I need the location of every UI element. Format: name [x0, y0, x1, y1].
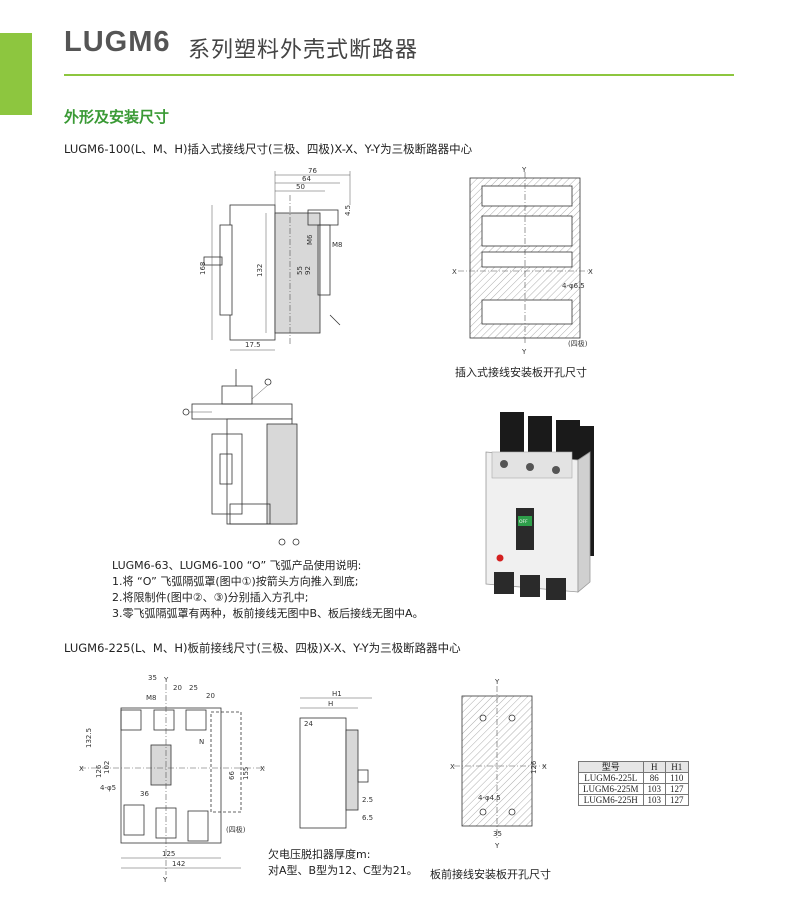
mount1-hole-label: 4-φ6.5	[562, 282, 585, 290]
table-cell: LUGM6-225L	[578, 772, 644, 784]
front-dim-102: 102	[103, 761, 111, 774]
note-line-title: LUGM6-63、LUGM6-100 “O” 飞弧产品使用说明:	[112, 559, 362, 572]
dim-m8: M8	[332, 241, 343, 249]
side-caption-line1: 欠电压脱扣器厚度m:	[268, 848, 371, 861]
front-dim-35: 35	[148, 674, 157, 682]
table-header-h: H	[642, 761, 666, 773]
breaker-off-label: OFF	[519, 519, 528, 525]
front-label-y-bottom: Y	[162, 876, 168, 884]
mount1-label-y-top: Y	[521, 166, 527, 174]
front-label-y-top: Y	[163, 676, 169, 684]
mount2-label-y-top: Y	[494, 678, 500, 686]
front-dim-155: 155	[242, 767, 250, 780]
dim-55: 55	[296, 266, 304, 275]
side-dim-2-5: 2.5	[362, 796, 373, 804]
table-cell: 103	[642, 783, 666, 795]
side-dim-h1: H1	[332, 690, 342, 698]
mount2-label-x-right: X	[542, 763, 547, 771]
side-dim-h: H	[328, 700, 333, 708]
usage-notes: LUGM6-63、LUGM6-100 “O” 飞弧产品使用说明: 1.将 “O”…	[112, 558, 424, 622]
table-header-row: 型号 H H1	[578, 761, 689, 773]
trip-indicator-icon	[496, 554, 504, 562]
dim-17-5: 17.5	[245, 341, 261, 349]
part1-heading: LUGM6-100(L、M、H)插入式接线尺寸(三极、四极)X-X、Y-Y为三极…	[64, 142, 473, 156]
table-header-model: 型号	[578, 761, 644, 773]
table-row: LUGM6-225H 103 127	[578, 794, 689, 806]
arc-shield-exploded-drawing	[182, 369, 300, 546]
table-row: LUGM6-225M 103 127	[578, 783, 689, 795]
part2-heading: LUGM6-225(L、M、H)板前接线尺寸(三极、四极)X-X、Y-Y为三极断…	[64, 641, 461, 655]
dim-64: 64	[302, 175, 311, 183]
front-mounting-drawing: Y X X Y 4-φ4.5 126 35	[450, 678, 547, 850]
front-dim-142: 142	[172, 860, 185, 868]
table-cell: LUGM6-225M	[578, 783, 644, 795]
plugin-mount-caption: 插入式接线安装板开孔尺寸	[455, 366, 587, 379]
breaker-product-image: OFF	[485, 412, 594, 600]
front-label-x-right: X	[260, 765, 265, 773]
mount2-label-y-bottom: Y	[494, 842, 500, 850]
note-line-1: 1.将 “O” 飞弧隔弧罩(图中①)按箭头方向推入到底;	[112, 575, 359, 588]
header-accent-tab	[0, 33, 32, 115]
table-cell: 127	[665, 794, 689, 806]
mount1-label-y-bottom: Y	[521, 348, 527, 356]
front-hole-label: 4-φ5	[100, 784, 116, 792]
mount1-label-x-right: X	[588, 268, 593, 276]
side-dim-6-5: 6.5	[362, 814, 373, 822]
dim-50: 50	[296, 183, 305, 191]
front-dim-36: 36	[140, 790, 149, 798]
table-cell: LUGM6-225H	[578, 794, 644, 806]
front-label-x-left: X	[79, 765, 84, 773]
mount1-label-x-left: X	[452, 268, 457, 276]
mount1-four-pole-label: (四极)	[568, 339, 588, 348]
section-title: 外形及安装尺寸	[64, 108, 170, 126]
mount2-label-x-left: X	[450, 763, 455, 771]
front-dim-132-5: 132.5	[85, 728, 93, 748]
front-label-n: N	[199, 738, 204, 746]
side-view-225-drawing: H1 H 24 2.5 6.5	[299, 690, 373, 829]
plugin-mounting-drawing: Y X X Y 4-φ6.5 (四极)	[452, 166, 593, 356]
mount2-dim-126: 126	[530, 760, 538, 774]
title-divider	[64, 74, 734, 76]
front-view-dimension-drawing: X X Y Y M8 35 20 25 20 N 4-φ5 (四极) 132.5…	[79, 674, 266, 884]
dim-92: 92	[304, 266, 312, 275]
front-dim-66: 66	[228, 771, 236, 780]
front-dim-25: 25	[189, 684, 198, 692]
table-cell: 127	[665, 783, 689, 795]
front-dim-125: 125	[162, 850, 175, 858]
mount2-hole-label: 4-φ4.5	[478, 794, 501, 802]
front-dim-20b: 20	[206, 692, 215, 700]
table-cell: 86	[642, 772, 666, 784]
dim-m6: M6	[306, 234, 314, 245]
mount2-dim-35: 35	[493, 830, 502, 838]
front-dim-20a: 20	[173, 684, 182, 692]
side-dim-24: 24	[304, 720, 313, 728]
front-dim-126: 126	[95, 764, 103, 778]
side-caption-line2: 对A型、B型为12、C型为21。	[268, 864, 418, 877]
note-line-2: 2.将限制件(图中②、③)分别插入方孔中;	[112, 591, 309, 604]
table-cell: 110	[665, 772, 689, 784]
note-line-3: 3.零飞弧隔弧罩有两种，板前接线无图中B、板后接线无图中A。	[112, 607, 424, 620]
table-header-h1: H1	[665, 761, 689, 773]
dim-4-5: 4.5	[344, 205, 352, 216]
page-title-brand: LUGM6	[64, 26, 171, 58]
model-spec-table: 型号 H H1 LUGM6-225L 86 110 LUGM6-225M 103…	[578, 761, 689, 806]
front-dim-m8: M8	[146, 694, 157, 702]
table-cell: 103	[642, 794, 666, 806]
front-four-pole-label: (四极)	[226, 825, 246, 834]
dim-168: 168	[199, 262, 207, 275]
dim-132: 132	[256, 264, 264, 277]
table-row: LUGM6-225L 86 110	[578, 772, 689, 784]
front-mount-caption: 板前接线安装板开孔尺寸	[430, 868, 551, 881]
dim-76: 76	[308, 167, 317, 175]
page-title: 系列塑料外壳式断路器	[188, 38, 419, 63]
side-view-dimension-drawing: 76 64 50 4.5 168 132 55 92 M8 M6 17.5	[199, 167, 352, 351]
